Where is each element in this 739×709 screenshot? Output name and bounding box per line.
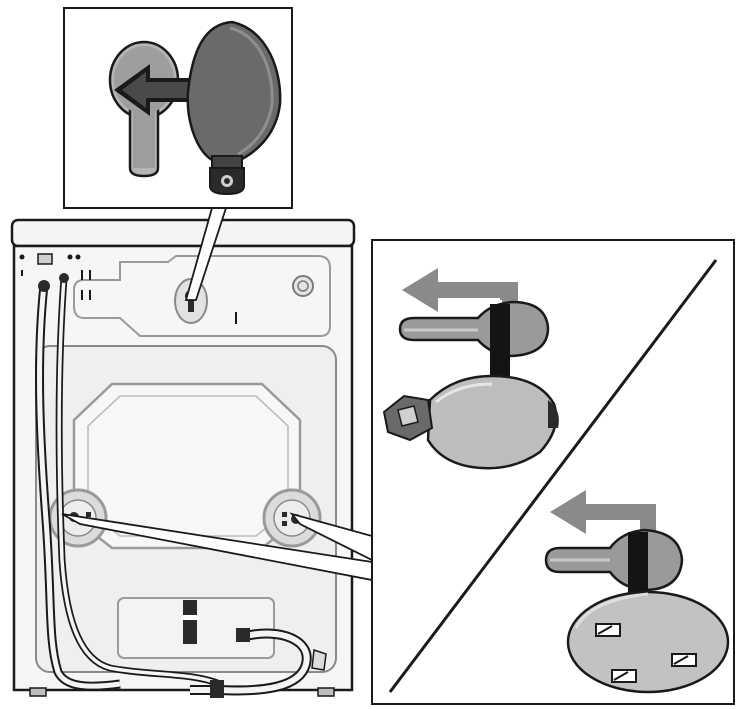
upper-cover-cap-icon — [426, 374, 558, 470]
upper-cap-group — [382, 268, 559, 470]
machine-foot-left — [29, 687, 47, 697]
lower-strap — [628, 532, 648, 606]
detail-divider-line — [388, 259, 718, 693]
detail-top-cap-removal — [63, 7, 293, 209]
right-transit-bolt-slot-icon — [262, 488, 322, 548]
label-plate-icon — [37, 253, 53, 265]
drain-hose-icon — [190, 628, 327, 698]
upper-cap-tab-icon — [382, 394, 434, 442]
machine-rear-view — [10, 218, 356, 698]
lower-cap-group — [544, 490, 730, 694]
upper-panel-outline — [73, 255, 331, 337]
lower-arrow-icon — [550, 490, 656, 540]
machine-foot-right — [317, 687, 335, 697]
pressure-valve-icon — [292, 275, 314, 297]
upper-strap — [490, 304, 510, 398]
cover-cap-icon — [186, 20, 282, 196]
detail-side-caps — [371, 239, 735, 705]
lower-cover-cap-icon — [566, 590, 730, 694]
cap-marking-icons — [595, 623, 697, 683]
machine-top-lid — [10, 218, 356, 248]
inlet-hose-icon — [35, 273, 222, 691]
service-flap-latch — [183, 600, 197, 644]
back-panel-emboss-inner — [87, 395, 289, 537]
